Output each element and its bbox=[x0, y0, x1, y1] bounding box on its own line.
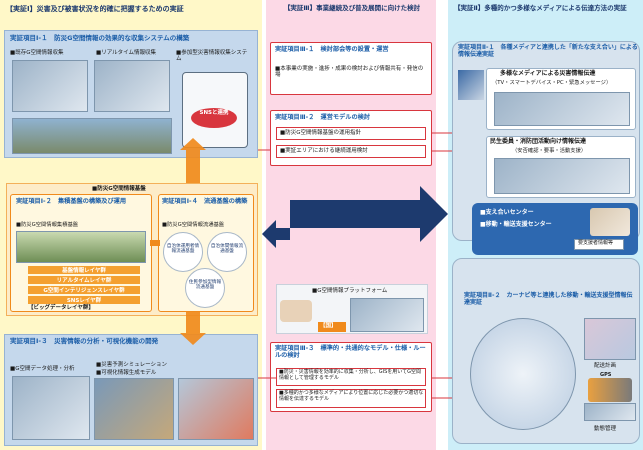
aerial-photo bbox=[12, 118, 172, 154]
map-image bbox=[584, 318, 636, 360]
welfare-sub: （安否確認・要事・活動支援） bbox=[512, 148, 587, 154]
support-center-label: ■支え合いセンター bbox=[480, 209, 534, 216]
item3-2-bullet-1-box bbox=[276, 127, 426, 140]
arrow-up-collection bbox=[180, 138, 206, 183]
transport-center-label: ■移動・輸送支援センター bbox=[480, 221, 552, 228]
item1-2-sub: ■防災G空間情報集積基盤 bbox=[16, 222, 79, 228]
item3-2-bullet-2-box bbox=[276, 145, 426, 158]
item3-3-bullet-2: ■多種的かつ多様なメディアにより位置に応じた必要かつ適切な情報を伝達するモデル bbox=[279, 390, 424, 402]
circle-municipal-operator-label: 自治体運用者情報流通基盤 bbox=[166, 244, 200, 255]
col3-header: 【実証Ⅲ】事業継続及び普及展開に向けた検討 bbox=[283, 4, 421, 12]
item1-3-label-processing: ■G空間データ処理・分析 bbox=[10, 366, 75, 372]
realtime-sensor-image bbox=[94, 60, 170, 112]
item3-3-bullet-1-box bbox=[276, 368, 426, 386]
tracking-image bbox=[584, 403, 636, 421]
media-devices-image bbox=[494, 92, 630, 126]
platform-label: ■G空間情報プラットフォーム bbox=[312, 288, 388, 294]
circle-resident-participation bbox=[185, 268, 225, 308]
item3-2-bullet-2: ■実証エリアにおける継続運用検討 bbox=[280, 148, 368, 154]
staff-image bbox=[590, 208, 630, 236]
item1-2-title: 実証項目Ⅰ-２ 集積基盤の構築及び運用 bbox=[16, 198, 127, 205]
gps-label: GPS bbox=[600, 372, 612, 378]
handshake-image bbox=[280, 300, 312, 322]
circle-municipal-operator bbox=[163, 232, 203, 272]
item1-1-label-realtime: ■リアルタイム情報収集 bbox=[96, 50, 157, 56]
item1-4-title: 実証項目Ⅰ-４ 流通基盤の構築 bbox=[162, 198, 248, 205]
arrow-from-media bbox=[262, 220, 290, 248]
item3-1-title: 実証項目Ⅲ-１ 検討部会等の設置・運営 bbox=[275, 46, 389, 53]
truck-image bbox=[588, 378, 632, 402]
sns-badge-label: SNSと連携 bbox=[199, 110, 229, 116]
welfare-image bbox=[494, 158, 630, 194]
item1-4-sub: ■防災G空間情報流通基盤 bbox=[162, 222, 225, 228]
arrow-down-analysis bbox=[180, 312, 206, 345]
item3-3-bullet-1: ■防災・災害情報を効率的に収集・分析し、GISを用いてG空間情報として管理するモ… bbox=[279, 369, 421, 381]
item3-1-box bbox=[270, 42, 432, 95]
country-label: 【国】 bbox=[320, 323, 337, 329]
bigdata-label: 【ビッグデータレイヤ群】 bbox=[28, 305, 94, 311]
item1-1-label-participatory: ■参加型災害情報収集システム bbox=[176, 50, 248, 63]
circle-inter-municipal bbox=[207, 232, 247, 272]
item1-3-label-visualization: ■可視化情報生成モデル bbox=[96, 370, 157, 376]
circle-resident-participation-label: 住民参加型情報流通基盤 bbox=[188, 280, 222, 291]
layer-realtime: リアルタイムレイヤ群 bbox=[28, 276, 140, 284]
circle-inter-municipal-label: 自治体間情報流通基盤 bbox=[210, 244, 244, 255]
delivery-plan-label: 配送計画 bbox=[594, 363, 617, 369]
city-3d-image bbox=[16, 231, 146, 263]
item3-2-bullet-1: ■防災G空間情報基盤の運用指針 bbox=[280, 130, 361, 136]
media-title: 多様なメディアによる災害情報伝達 bbox=[500, 70, 596, 77]
layer-base-info: 基盤情報レイヤ群 bbox=[28, 266, 140, 274]
gis-analysis-image bbox=[12, 376, 90, 440]
layer-sns: SNSレイヤ群 bbox=[28, 296, 140, 304]
arrow-to-media bbox=[290, 186, 448, 242]
sns-badge bbox=[191, 108, 237, 128]
navigation-network-image bbox=[470, 318, 576, 430]
visualization-image bbox=[178, 378, 254, 440]
item2-1-title: 実証項目Ⅱ-１ 各種メディアと連携した「新たな支え合い」による情報伝達実証 bbox=[458, 44, 638, 58]
gspace-base-label: ■防災G空間情報基盤 bbox=[92, 186, 146, 192]
item3-2-title: 実証項目Ⅲ-２ 運営モデルの検討 bbox=[275, 114, 371, 121]
item3-3-bullet-2-box bbox=[276, 389, 426, 408]
item2-2-title: 実証項目Ⅱ-２ カーナビ等と連携した移動・輸送支援型情報伝達実証 bbox=[464, 292, 633, 306]
item1-1-label-existing: ■既存G空間情報収集 bbox=[10, 50, 64, 56]
platform-screen-image bbox=[350, 298, 424, 332]
welfare-title: 民生委員・消防団活動向け情報伝達 bbox=[490, 138, 587, 145]
item1-3-title: 実証項目Ⅰ-３ 災害情報の分析・可視化機能の開発 bbox=[10, 337, 159, 345]
motion-tracking-label: 動態管理 bbox=[594, 426, 617, 432]
needs-label: 要支援者情報等 bbox=[578, 240, 614, 246]
needs-badge bbox=[574, 239, 624, 250]
country-badge bbox=[318, 322, 346, 332]
media-sub: （TV・スマートデバイス・PC・緊急メッセージ） bbox=[492, 80, 612, 86]
col1-header: 【実証Ⅰ】災害及び被害状況を的確に把握するための実証 bbox=[6, 5, 184, 13]
arrow-horizontal-base bbox=[150, 240, 160, 246]
item3-1-desc: ■本事業の実施・進捗・成果の検討および情報共有・発信の場 bbox=[275, 66, 424, 79]
satellite-image bbox=[458, 70, 484, 100]
item1-3-label-simulation: ■災害予測シミュレーション bbox=[96, 362, 167, 368]
existing-data-image bbox=[12, 60, 88, 112]
layer-intelligence: G空間インテリジェンスレイヤ群 bbox=[28, 286, 140, 294]
col2-header: 【実証Ⅱ】多種的かつ多様なメディアによる伝達方法の実証 bbox=[454, 4, 627, 12]
simulation-image bbox=[94, 378, 174, 440]
item1-1-title: 実証項目Ⅰ-１ 防災G空間情報の効果的な収集システムの構築 bbox=[10, 34, 190, 42]
item3-3-title: 実証項目Ⅲ-３ 標準的・共通的なモデル・仕様・ルールの検討 bbox=[275, 345, 426, 360]
